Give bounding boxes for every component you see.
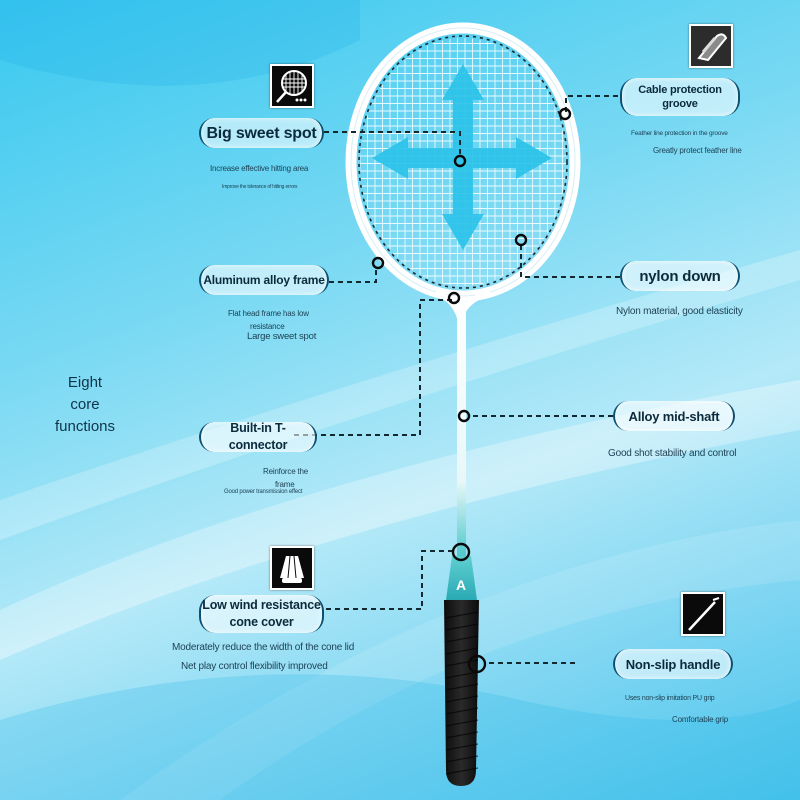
- feature-label-mid-shaft: Alloy mid-shaft: [613, 401, 735, 431]
- feature-label-nylon: nylon down: [620, 261, 740, 291]
- feature-label-cone-cover: Low wind resistance cone cover: [199, 595, 324, 633]
- racket-shaft-icon: [681, 592, 725, 636]
- racket-handle: [444, 600, 479, 786]
- feature-desc-sweet-spot-detail: Improve the tolerance of hitting errors: [222, 184, 298, 190]
- feature-label-frame: Aluminum alloy frame: [199, 265, 329, 295]
- feature-desc-cone-cover: Moderately reduce the width of the cone …: [172, 642, 355, 653]
- feature-label-groove: Cable protection groove: [620, 78, 740, 116]
- side-heading: Eight core functions: [54, 374, 116, 435]
- feature-label-t-connector: Built-in T-connector: [199, 421, 317, 452]
- feature-desc-frame-2: resistance: [250, 322, 285, 331]
- grommet-icon: [689, 24, 733, 68]
- feature-desc-cone-cover-2: Net play control flexibility improved: [181, 661, 328, 672]
- feature-desc-frame: Flat head frame has low: [228, 309, 309, 318]
- feature-desc-t-connector-3: Good power transmission effect: [224, 489, 303, 495]
- feature-desc-groove: Feather line protection in the groove: [631, 130, 728, 137]
- racket-shaft: [457, 298, 466, 560]
- racket-head-icon: [270, 64, 314, 108]
- feature-desc-nylon: Nylon material, good elasticity: [616, 306, 743, 317]
- sweet-spot-arrows: [372, 64, 552, 250]
- feature-desc-sweet-spot: Increase effective hitting area: [210, 164, 309, 173]
- feature-desc-handle: Uses non-slip imitation PU grip: [625, 695, 715, 702]
- feature-desc-handle-2: Comfortable grip: [672, 715, 728, 724]
- hotspot-rings: [371, 107, 572, 674]
- feature-label-handle: Non-slip handle: [613, 649, 733, 679]
- feature-desc-groove-2: Greatly protect feather line: [653, 146, 742, 155]
- feature-desc-mid-shaft: Good shot stability and control: [608, 448, 737, 459]
- feature-desc-t-connector-2: frame: [275, 480, 295, 489]
- svg-text:A: A: [456, 577, 466, 593]
- feature-desc-frame-3: Large sweet spot: [247, 331, 317, 342]
- shuttlecock-icon: [270, 546, 314, 590]
- feature-desc-t-connector: Reinforce the: [263, 467, 308, 476]
- feature-label-sweet-spot: Big sweet spot: [199, 118, 324, 148]
- cone-cover: [446, 556, 477, 600]
